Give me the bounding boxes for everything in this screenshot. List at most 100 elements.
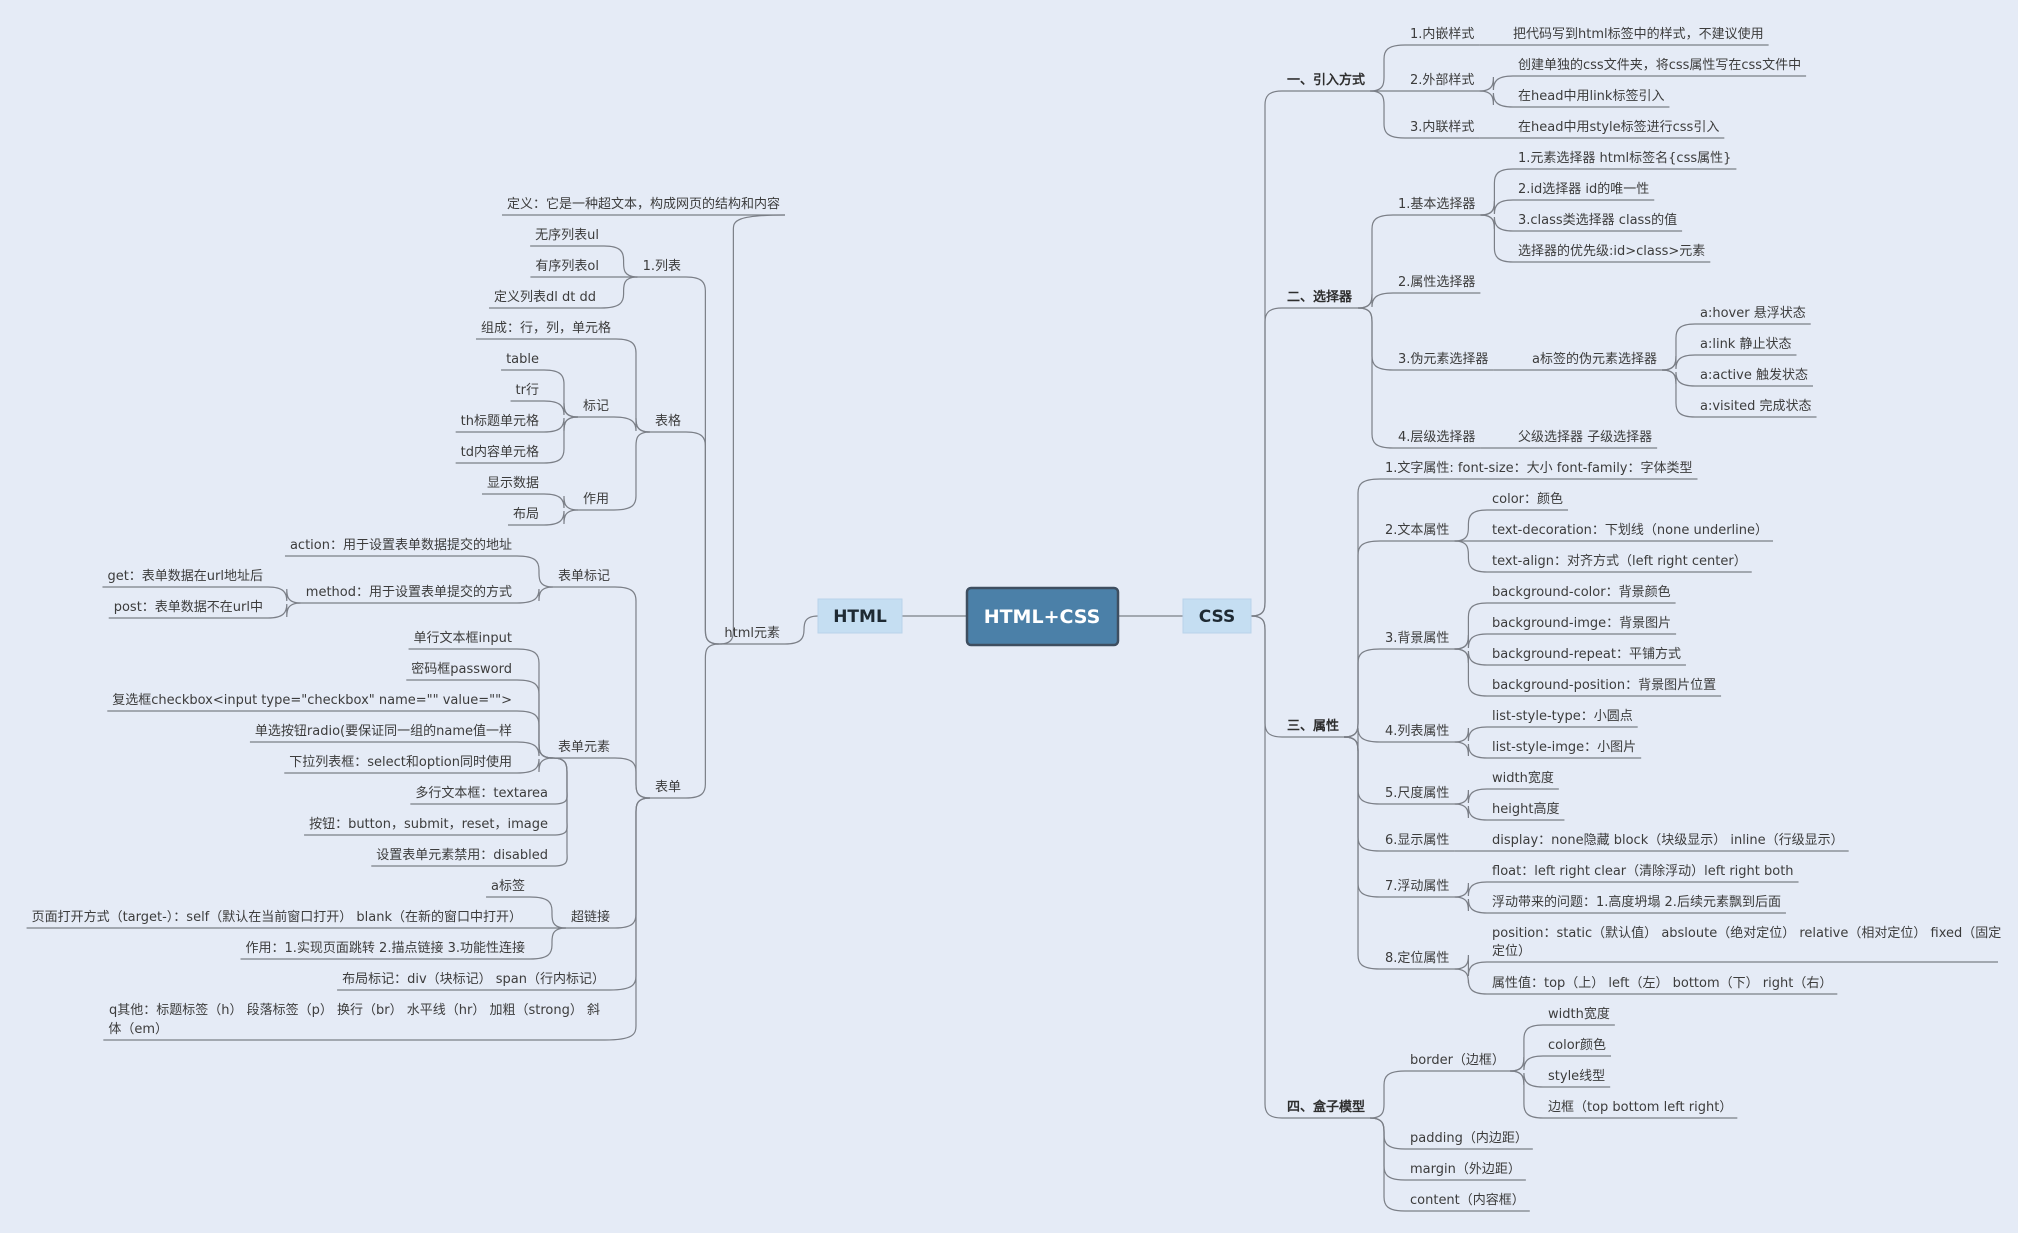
node-display-props[interactable]: 6.显示属性: [1385, 833, 1449, 848]
node-buttons[interactable]: 按钮：button，submit，reset，image: [309, 817, 548, 832]
node-table[interactable]: 表格: [655, 413, 681, 429]
node-internal-desc[interactable]: 在head中用style标签进行css引入: [1518, 119, 1719, 135]
node-active[interactable]: a:active 触发状态: [1700, 367, 1808, 383]
node-level-selector[interactable]: 4.层级选择器: [1398, 430, 1475, 445]
node-basic-selector[interactable]: 1.基本选择器: [1398, 197, 1475, 212]
node-target[interactable]: 页面打开方式（target-）：self（默认在当前窗口打开） blank（在新…: [32, 909, 522, 925]
node-bg-repeat[interactable]: background-repeat：平铺方式: [1492, 646, 1681, 662]
node-properties[interactable]: 三、属性: [1287, 718, 1339, 734]
node-inline-desc[interactable]: 把代码写到html标签中的样式，不建议使用: [1513, 26, 1764, 42]
node-link-use[interactable]: 作用：1.实现页面跳转 2.描点链接 3.功能性连接: [246, 940, 525, 956]
node-post[interactable]: post：表单数据不在url中: [114, 600, 263, 615]
node-form[interactable]: 表单: [655, 780, 681, 795]
node-get-connector: [267, 586, 301, 604]
node-input[interactable]: 单行文本框input: [414, 631, 512, 646]
node-th[interactable]: th标题单元格: [461, 413, 539, 429]
node-external-style[interactable]: 2.外部样式: [1410, 73, 1474, 88]
node-disabled[interactable]: 设置表单元素禁用：disabled: [376, 848, 548, 863]
css-node[interactable]: CSS: [1182, 598, 1252, 634]
node-get[interactable]: get：表单数据在url地址后: [107, 569, 263, 584]
node-class-selector[interactable]: 3.class类选择器 class的值: [1518, 212, 1677, 228]
node-id-selector-connector: [1480, 199, 1514, 216]
node-hover[interactable]: a:hover 悬浮状态: [1700, 306, 1806, 321]
node-id-selector[interactable]: 2.id选择器 id的唯一性: [1518, 181, 1649, 197]
node-a-link[interactable]: a:link 静止状态: [1700, 337, 1791, 352]
node-other-line1[interactable]: q其他：标题标签（h） 段落标签（p） 换行（br） 水平线（hr） 加粗（st…: [109, 1002, 600, 1018]
node-border-color[interactable]: color颜色: [1548, 1037, 1606, 1053]
node-select[interactable]: 下拉列表框：select和option同时使用: [289, 754, 512, 770]
node-hyperlink[interactable]: 超链接: [571, 909, 610, 925]
node-width[interactable]: width宽度: [1492, 770, 1554, 786]
node-text-decoration[interactable]: text-decoration：下划线（none underline）: [1492, 523, 1768, 538]
node-table-use[interactable]: 作用: [583, 492, 609, 507]
node-attribute-selector[interactable]: 2.属性选择器: [1398, 275, 1475, 290]
node-ol[interactable]: 有序列表ol: [535, 259, 599, 274]
node-tr[interactable]: tr行: [516, 383, 539, 398]
node-form-elements[interactable]: 表单元素: [558, 740, 610, 755]
node-bg-color[interactable]: background-color：背景颜色: [1492, 584, 1671, 600]
node-element-selector[interactable]: 1.元素选择器 html标签名{css属性}: [1518, 150, 1731, 166]
node-visited[interactable]: a:visited 完成状态: [1700, 399, 1812, 414]
node-text-props[interactable]: 2.文本属性: [1385, 523, 1449, 538]
node-method[interactable]: method：用于设置表单提交的方式: [306, 584, 512, 600]
node-ul[interactable]: 无序列表ul: [535, 228, 599, 243]
node-show-data[interactable]: 显示数据: [487, 476, 539, 491]
node-td[interactable]: td内容单元格: [461, 444, 539, 460]
node-position-props[interactable]: 8.定位属性: [1385, 951, 1449, 966]
node-external-desc[interactable]: 创建单独的css文件夹，将css属性写在css文件中: [1518, 57, 1801, 73]
node-display[interactable]: display：none隐藏 block（块级显示） inline（行级显示）: [1492, 833, 1844, 848]
node-bg-image[interactable]: background-imge：背景图片: [1492, 616, 1671, 631]
node-intro[interactable]: 一、引入方式: [1287, 72, 1365, 88]
node-border-width[interactable]: width宽度: [1548, 1006, 1610, 1022]
node-link-import[interactable]: 在head中用link标签引入: [1518, 88, 1664, 104]
node-level-desc[interactable]: 父级选择器 子级选择器: [1518, 430, 1652, 445]
node-text-align[interactable]: text-align：对齐方式（left right center）: [1492, 553, 1747, 569]
node-list-style-type[interactable]: list-style-type：小圆点: [1492, 709, 1633, 724]
html-node[interactable]: HTML: [817, 598, 903, 634]
node-textarea[interactable]: 多行文本框：textarea: [415, 785, 548, 801]
node-block-marks[interactable]: 布局标记：div（块标记） span（行内标记）: [342, 971, 605, 987]
node-internal-style[interactable]: 3.内联样式: [1410, 119, 1474, 135]
node-layout[interactable]: 布局: [513, 507, 539, 522]
node-selector-priority[interactable]: 选择器的优先级:id>class>元素: [1518, 243, 1705, 259]
node-radio[interactable]: 单选按钮radio(要保证同一组的name值一样: [255, 723, 512, 739]
node-size-props[interactable]: 5.尺度属性: [1385, 785, 1449, 801]
node-form-marks[interactable]: 表单标记: [558, 569, 610, 584]
node-password[interactable]: 密码框password: [411, 661, 512, 677]
node-position-line1[interactable]: position：static（默认值） absloute（绝对定位） rela…: [1492, 925, 2001, 941]
node-table-marks[interactable]: 标记: [583, 399, 609, 414]
node-float[interactable]: float：left right clear（清除浮动）left right b…: [1492, 864, 1794, 879]
node-inline-style[interactable]: 1.内嵌样式: [1410, 26, 1474, 42]
node-color[interactable]: color：颜色: [1492, 491, 1563, 507]
node-checkbox[interactable]: 复选框checkbox<input type="checkbox" name="…: [112, 693, 512, 708]
node-list-props[interactable]: 4.列表属性: [1385, 724, 1449, 739]
node-border[interactable]: border（边框）: [1410, 1053, 1505, 1068]
node-table-composition[interactable]: 组成：行，列，单元格: [481, 320, 611, 336]
node-float-problems[interactable]: 浮动带来的问题：1.高度坍塌 2.后续元素飘到后面: [1492, 894, 1781, 910]
node-height[interactable]: height高度: [1492, 801, 1559, 817]
node-a-tag[interactable]: a标签: [491, 878, 525, 894]
node-position-values[interactable]: 属性值：top（上） left（左） bottom（下） right（右）: [1492, 975, 1832, 991]
node-content[interactable]: content（内容框）: [1410, 1192, 1525, 1208]
node-html-elements[interactable]: html元素: [724, 626, 780, 641]
node-dl[interactable]: 定义列表dl dt dd: [494, 290, 596, 305]
node-action[interactable]: action：用于设置表单数据提交的地址: [290, 537, 512, 553]
node-definition[interactable]: 定义：它是一种超文本，构成网页的结构和内容: [507, 196, 780, 212]
node-list[interactable]: 1.列表: [643, 259, 681, 274]
node-a-pseudo[interactable]: a标签的伪元素选择器: [1532, 351, 1657, 367]
node-float-props[interactable]: 7.浮动属性: [1385, 879, 1449, 894]
node-border-sides[interactable]: 边框（top bottom left right）: [1548, 1100, 1732, 1115]
node-selectors[interactable]: 二、选择器: [1287, 289, 1353, 305]
node-margin[interactable]: margin（外边距）: [1410, 1162, 1521, 1177]
node-pseudo-selector[interactable]: 3.伪元素选择器: [1398, 352, 1488, 367]
node-bg-position[interactable]: background-position：背景图片位置: [1492, 678, 1716, 693]
node-padding[interactable]: padding（内边距）: [1410, 1130, 1528, 1146]
node-font-props[interactable]: 1.文字属性: font-size：大小 font-family：字体类型: [1385, 461, 1693, 476]
node-table-tag[interactable]: table: [506, 352, 539, 367]
node-pseudo-selector-connector: [1357, 307, 1394, 371]
node-border-style[interactable]: style线型: [1548, 1069, 1605, 1084]
node-bg-props[interactable]: 3.背景属性: [1385, 631, 1449, 646]
node-list-style-image[interactable]: list-style-imge：小图片: [1492, 740, 1636, 755]
root-node[interactable]: HTML+CSS: [965, 586, 1120, 647]
node-box-model[interactable]: 四、盒子模型: [1287, 1099, 1365, 1115]
